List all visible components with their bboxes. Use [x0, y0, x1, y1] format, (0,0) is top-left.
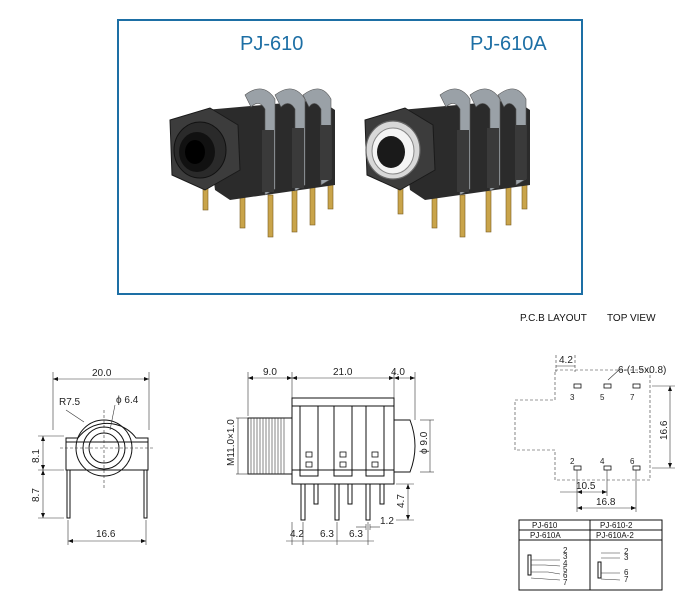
side-dim-mid: 21.0 [333, 367, 353, 378]
front-upper-height-dim: 8.1 [31, 449, 42, 463]
table-cell-pj610: PJ-610 [532, 521, 558, 530]
side-pin-height-dim: 4.7 [396, 494, 407, 508]
pcb-layout-label: P.C.B LAYOUT [520, 313, 587, 324]
right-pin-3: 3 [624, 553, 629, 562]
side-pin-offset-dim: 4.2 [290, 529, 304, 540]
side-pitch-2-dim: 6.3 [349, 529, 363, 540]
pad-label-2: 2 [570, 457, 575, 466]
side-view-drawing: 9.0 21.0 4.0 M11.0×1.0 [226, 367, 434, 545]
pcb-top-offset-dim: 4.2 [559, 355, 573, 366]
pin-configuration-table: PJ-610 PJ-610-2 PJ-610A PJ-610A-2 2 3 4 … [518, 519, 663, 591]
left-pin-5: 5 [563, 565, 568, 574]
side-dim-right: 4.0 [391, 367, 405, 378]
left-pin-schematic: 2 3 4 5 6 7 [527, 546, 568, 587]
right-pin-2: 2 [624, 547, 629, 556]
side-pin-width-dim: 1.2 [380, 516, 394, 527]
pad-label-3: 3 [570, 393, 575, 402]
side-thread-dim: M11.0×1.0 [226, 419, 237, 466]
front-radius-dim: R7.5 [59, 397, 81, 408]
front-pin-span-dim: 16.6 [96, 529, 116, 540]
pcb-span-inner-dim: 10.5 [576, 481, 596, 492]
left-pin-2: 2 [563, 546, 568, 555]
side-diameter-dim: ϕ 9.0 [419, 431, 430, 454]
jack-photo-pj610a [364, 88, 530, 238]
front-view-drawing: 20.0 R7.5 ϕ 6.4 8.1 8.7 16.6 [31, 368, 154, 545]
front-width-dim: 20.0 [92, 368, 112, 379]
front-lower-height-dim: 8.7 [31, 488, 42, 502]
pad-label-7: 7 [630, 393, 635, 402]
table-cell-pj610-2: PJ-610-2 [600, 521, 633, 530]
product-label-pj610: PJ-610 [240, 33, 303, 55]
left-pin-7: 7 [563, 578, 568, 587]
top-view-label: TOP VIEW [607, 313, 656, 324]
pad-label-5: 5 [600, 393, 605, 402]
pcb-height-dim: 16.6 [659, 420, 670, 440]
side-dim-left: 9.0 [263, 367, 277, 378]
pcb-pad-spec: 6-(1.5x0.8) [618, 365, 666, 376]
right-pin-7: 7 [624, 575, 629, 584]
side-pitch-1-dim: 6.3 [320, 529, 334, 540]
right-pin-schematic: 2 3 6 7 [597, 547, 629, 584]
pcb-layout-drawing: 4.2 6-(1.5x0.8) 3 5 7 2 4 6 16.6 10.5 [514, 355, 675, 512]
pad-label-6: 6 [630, 457, 635, 466]
jack-photo-pj610 [169, 88, 335, 238]
front-hole-dim: ϕ 6.4 [116, 395, 139, 406]
pcb-span-outer-dim: 16.8 [596, 497, 616, 508]
left-pin-6: 6 [563, 571, 568, 580]
table-cell-pj610a: PJ-610A [530, 531, 561, 540]
left-pin-4: 4 [563, 559, 568, 568]
product-label-pj610a: PJ-610A [470, 33, 547, 55]
table-cell-pj610a-2: PJ-610A-2 [596, 531, 634, 540]
right-pin-6: 6 [624, 568, 629, 577]
pad-label-4: 4 [600, 457, 605, 466]
left-pin-3: 3 [563, 552, 568, 561]
